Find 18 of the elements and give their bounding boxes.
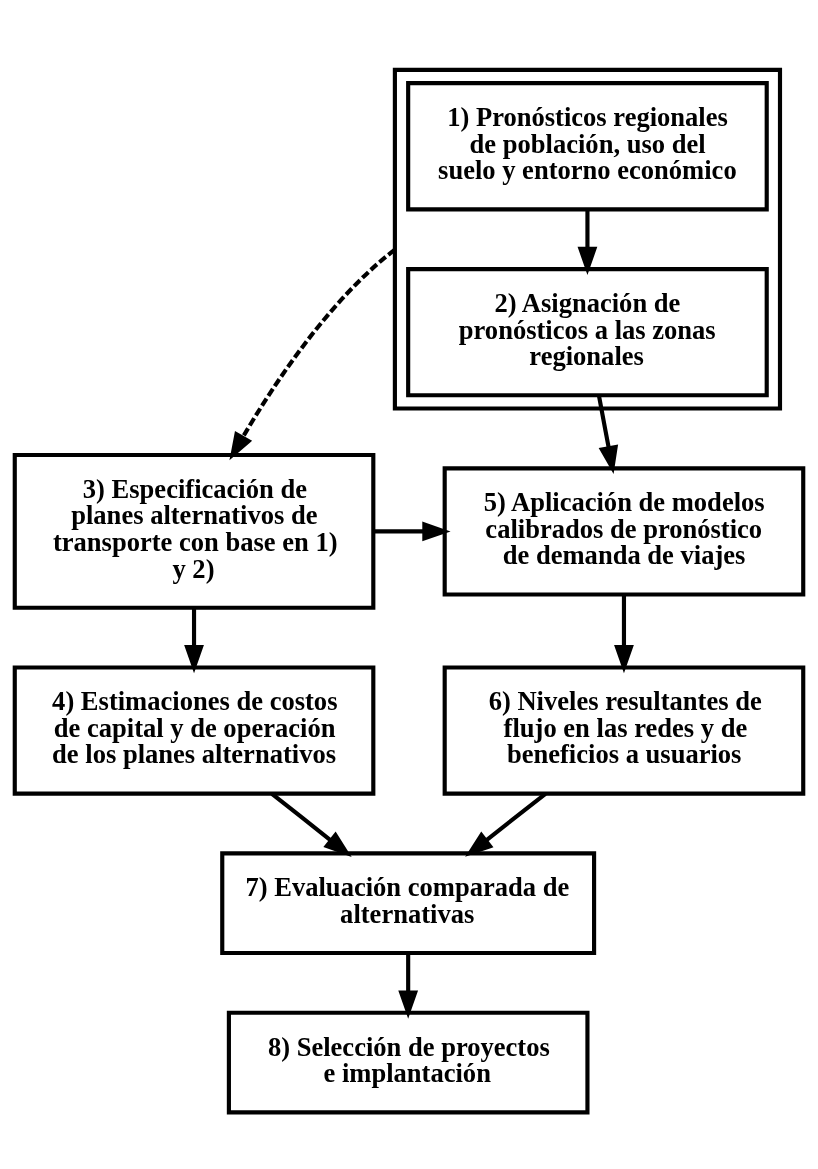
node-box: 6) Niveles resultantes de flujo en las redes y de beneficios a usuarios	[442, 665, 806, 796]
node-box: 7) Evaluación comparada de alternativas	[220, 851, 597, 956]
arrow	[596, 394, 619, 474]
arrow	[465, 792, 547, 857]
arrow	[373, 521, 451, 542]
node-box: 8) Selección de proyectos e implantación	[226, 1010, 590, 1115]
arrow	[614, 594, 634, 674]
arrow	[184, 608, 204, 674]
node-box: 3) Especificación de planes alternativos de transporte con base en 1) y 2)	[12, 452, 376, 610]
arrow	[398, 953, 419, 1019]
node-box: 1) Pronósticos regionales de población, uso del suelo y entorno económico	[406, 81, 769, 212]
arrow	[577, 209, 598, 276]
node-box: 2) Asignación de pronósticos a las zonas regionales	[406, 267, 769, 398]
arrow	[270, 792, 352, 857]
node-box: 5) Aplicación de modelos calibrados de pronóstico de demanda de viajes	[442, 466, 806, 597]
node-box: 4) Estimaciones de costos de capital y de operación de los planes alternativos	[12, 665, 376, 796]
arrow	[229, 247, 397, 461]
cluster	[392, 67, 783, 411]
